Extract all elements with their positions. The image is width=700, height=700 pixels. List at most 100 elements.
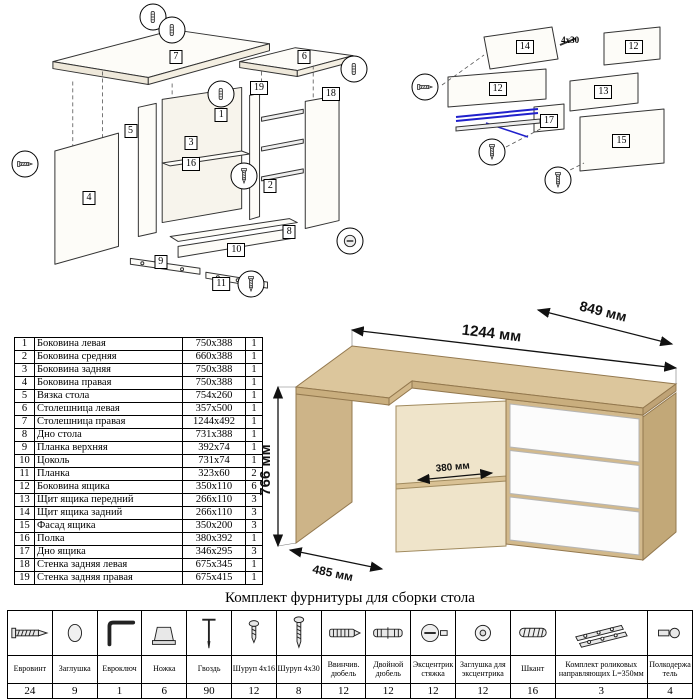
parts-cell-n: 6: [14, 402, 35, 416]
hardware-label: Шуруп 4x30: [275, 655, 322, 684]
hardware-qty: 12: [365, 683, 412, 699]
parts-cell-size: 350x200: [182, 519, 246, 533]
foot-icon: [141, 610, 188, 656]
parts-cell-size: 323x60: [182, 467, 246, 481]
confirmat-screw-icon: [7, 610, 53, 656]
parts-cell-size: 731x388: [182, 428, 246, 442]
parts-cell-name: Фасад ящика: [34, 519, 183, 533]
hardware-label: Шуруп 4x16: [230, 655, 277, 684]
hardware-label: Евроключ: [96, 655, 143, 684]
part-ref-3: 3: [184, 135, 198, 150]
parts-cell-n: 7: [14, 415, 35, 429]
callout-screw-v-icon: [230, 162, 258, 190]
hardware-qty: 1: [96, 683, 143, 699]
hardware-label: Полкодержатель: [647, 655, 693, 684]
part-ref-4x30: 4x30: [561, 35, 580, 45]
parts-cell-n: 1: [14, 337, 35, 351]
parts-cell-name: Боковина ящика: [34, 480, 183, 494]
hardware-label: Гвоздь: [186, 655, 232, 684]
callout-pin-icon: [207, 80, 235, 108]
callout-screw-v-icon: [237, 270, 265, 298]
nail-icon: [186, 610, 232, 656]
part-ref-5: 5: [124, 123, 138, 138]
parts-cell-name: Вязка стола: [34, 389, 183, 403]
parts-cell-name: Стенка задняя правая: [34, 571, 183, 585]
shelf-pin-icon: [647, 610, 693, 656]
hardware-qty: 6: [141, 683, 188, 699]
cap-icon: [51, 610, 98, 656]
part-ref-4: 4: [82, 190, 96, 205]
parts-cell-size: 754x260: [182, 389, 246, 403]
hardware-qty: 12: [230, 683, 277, 699]
hex-key-icon: [96, 610, 143, 656]
parts-cell-name: Дно ящика: [34, 545, 183, 559]
parts-cell-n: 10: [14, 454, 35, 468]
parts-cell-qty: 6: [245, 480, 263, 494]
parts-cell-size: 675x345: [182, 558, 246, 572]
hardware-qty: 90: [186, 683, 232, 699]
callout-screw-v-icon: [544, 166, 572, 194]
desk-right-side: [642, 392, 677, 562]
part-ref-7: 7: [169, 50, 183, 65]
parts-cell-name: Дно стола: [34, 428, 183, 442]
part-ref-1: 1: [214, 108, 228, 123]
parts-cell-name: Стенка задняя левая: [34, 558, 183, 572]
parts-cell-qty: 1: [245, 389, 263, 403]
parts-cell-name: Боковина левая: [34, 337, 183, 351]
parts-cell-qty: 1: [245, 571, 263, 585]
hardware-label: Эксцентрик стяжка: [410, 655, 456, 684]
parts-cell-size: 1244x492: [182, 415, 246, 429]
parts-cell-n: 9: [14, 441, 35, 455]
part-ref-10: 10: [227, 242, 246, 257]
part-ref-11: 11: [212, 276, 231, 291]
parts-cell-size: 346x295: [182, 545, 246, 559]
hardware-label: Заглушка для эксцентрика: [454, 655, 511, 684]
parts-cell-n: 11: [14, 467, 35, 481]
part-ref-15: 15: [612, 133, 631, 148]
hardware-qty: 4: [647, 683, 693, 699]
parts-cell-qty: 1: [245, 363, 263, 377]
dim-front-left-depth: 485 мм: [311, 562, 354, 584]
parts-cell-n: 16: [14, 532, 35, 546]
parts-cell-size: 380x392: [182, 532, 246, 546]
hardware-qty: 8: [275, 683, 322, 699]
parts-cell-name: Цоколь: [34, 454, 183, 468]
parts-cell-n: 17: [14, 545, 35, 559]
drawer-fronts: [509, 403, 640, 556]
parts-cell-n: 5: [14, 389, 35, 403]
parts-cell-size: 750x388: [182, 376, 246, 390]
dim-height: 766 мм: [257, 444, 274, 495]
parts-cell-name: Столешница левая: [34, 402, 183, 416]
hardware-qty: 16: [509, 683, 556, 699]
drawer-slides-icon: [554, 610, 649, 656]
hardware-label: Ввинчив. дюбель: [320, 655, 367, 684]
callout-screw-h-icon: [411, 73, 439, 101]
parts-cell-name: Планка: [34, 467, 183, 481]
parts-cell-name: Щит ящика задний: [34, 506, 183, 520]
parts-cell-n: 3: [14, 363, 35, 377]
part-ref-2: 2: [263, 178, 277, 193]
screw-small-icon: [230, 610, 277, 656]
double-dowel-icon: [365, 610, 412, 656]
part-ref-12: 12: [624, 40, 643, 55]
callout-screw-v-icon: [478, 138, 506, 166]
hardware-qty: 24: [7, 683, 53, 699]
parts-cell-name: Полка: [34, 532, 183, 546]
dim-width: 1244 мм: [461, 322, 522, 346]
hardware-label: Комплект роликовых направляющих L=350мм: [554, 655, 649, 684]
part-ref-18: 18: [321, 86, 340, 101]
hardware-qty: 12: [454, 683, 511, 699]
parts-cell-size: 392x74: [182, 441, 246, 455]
hardware-qty: 12: [410, 683, 456, 699]
